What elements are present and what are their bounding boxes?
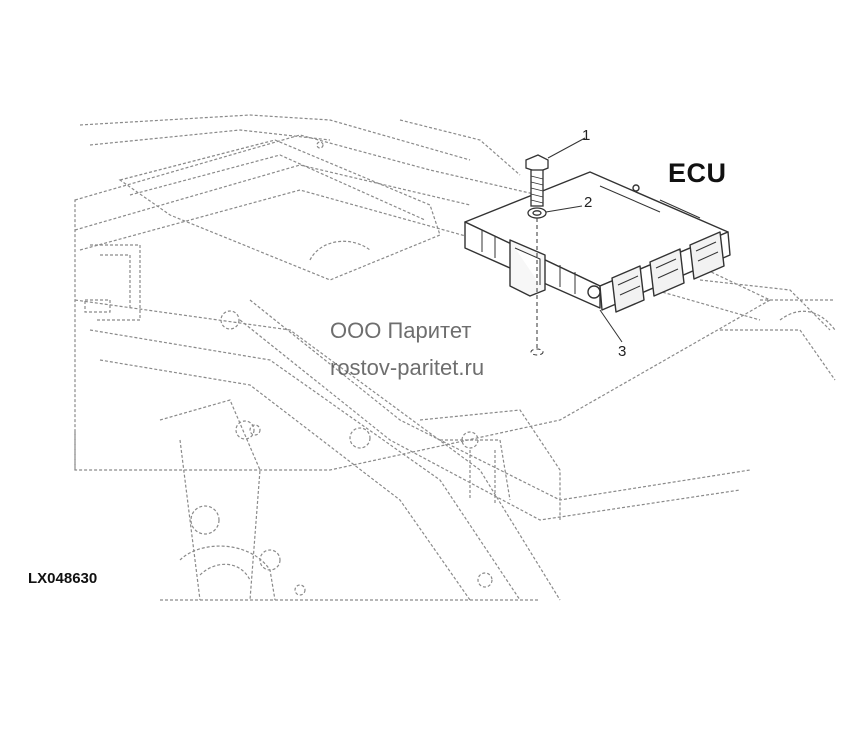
watermark-company: ООО Паритет bbox=[330, 318, 472, 343]
callout-3-label: 3 bbox=[618, 343, 627, 360]
watermark-url: rostov-paritet.ru bbox=[330, 355, 485, 380]
washer bbox=[527, 207, 547, 219]
background-frame-dashed bbox=[74, 114, 836, 601]
bolt bbox=[525, 154, 549, 207]
callout-1-label: 1 bbox=[582, 127, 591, 144]
ecu-module bbox=[464, 171, 731, 313]
figure-id: LX048630 bbox=[28, 570, 98, 587]
leader-lines bbox=[545, 137, 623, 343]
ecu-title: ECU bbox=[668, 158, 727, 188]
center-axis-line bbox=[530, 218, 544, 356]
callout-2-label: 2 bbox=[584, 194, 593, 211]
